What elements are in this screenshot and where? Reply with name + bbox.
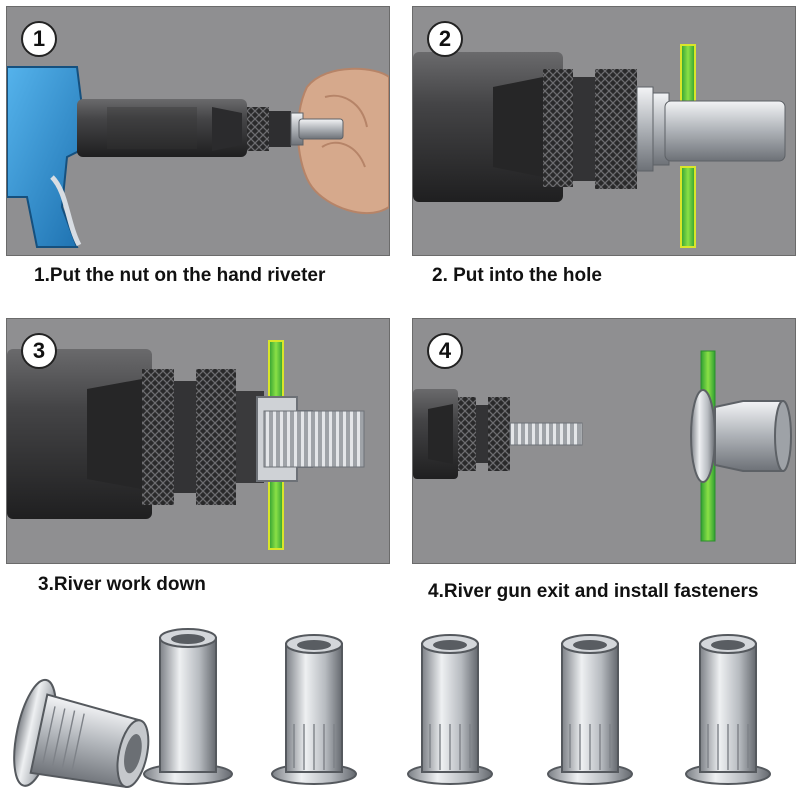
step-4-illustration (413, 350, 792, 542)
step-4-caption: 4.River gun exit and install fasteners (428, 581, 759, 602)
step-2-panel: 2 (412, 6, 796, 256)
step-4-badge: 4 (427, 333, 463, 369)
step-3-badge: 3 (21, 333, 57, 369)
step-1-badge: 1 (21, 21, 57, 57)
rivet-nuts-illustration (13, 628, 771, 789)
hand-shape (297, 67, 389, 215)
step-2-caption: 2. Put into the hole (432, 265, 602, 286)
step-3-panel: 3 (6, 318, 390, 564)
step-2-badge: 2 (427, 21, 463, 57)
rivet-nut-standing-2 (271, 634, 357, 785)
sheet-bottom (268, 478, 284, 550)
rivet-nut-lying (13, 678, 150, 789)
step-3-illustration (7, 340, 365, 550)
rivet-nut-standing-4 (547, 634, 633, 785)
step-4-panel: 4 (412, 318, 796, 564)
rivet-nut-standing-3 (407, 634, 493, 785)
rivet-nut-standing-1 (143, 628, 233, 785)
sheet-top (268, 340, 284, 400)
rivet-nut-product-row (0, 612, 800, 800)
step-2-illustration (413, 44, 786, 248)
sheet-top (680, 44, 696, 106)
step-1-panel: 1 (6, 6, 390, 256)
step-3-caption: 3.River work down (38, 574, 206, 595)
step-1-illustration (7, 66, 389, 248)
step-1-caption: 1.Put the nut on the hand riveter (34, 265, 326, 286)
sheet-bottom (680, 166, 696, 248)
rivet-nut-standing-5 (685, 634, 771, 785)
riveter-handle (7, 66, 89, 248)
